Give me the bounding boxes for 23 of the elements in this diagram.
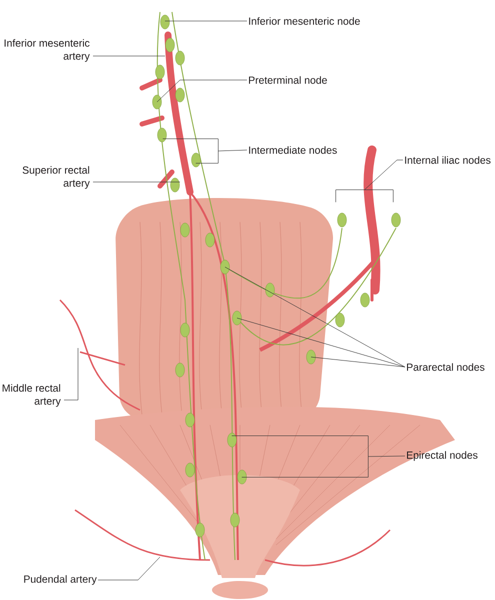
leader-line (156, 80, 248, 102)
bracket (232, 436, 368, 478)
callout-label: Pararectal nodes (407, 363, 484, 371)
callout-label: Inferior mesenteric node (249, 17, 360, 25)
leader-line (368, 456, 406, 457)
leader-line (236, 318, 406, 368)
callout-label: Preterminal node (249, 76, 327, 84)
leader-line (364, 160, 404, 190)
callout-label: Epirectal nodes (407, 451, 478, 461)
callout-label: Intermediate nodes (249, 146, 337, 154)
callout-label: Superior rectal artery (22, 166, 90, 189)
leader-line (310, 356, 406, 368)
leader-line (224, 266, 406, 368)
callout-label: Inferior mesenteric artery (4, 39, 90, 62)
leader-line (164, 20, 248, 22)
bracket (336, 190, 394, 202)
leader-line (64, 348, 78, 400)
leader-line (98, 556, 160, 580)
callout-label: Middle rectal artery (2, 384, 61, 407)
callout-label: Pudendal artery (24, 575, 97, 585)
leader-line (218, 150, 248, 152)
bracket (162, 138, 218, 164)
callout-label: Internal iliac nodes (405, 156, 491, 164)
